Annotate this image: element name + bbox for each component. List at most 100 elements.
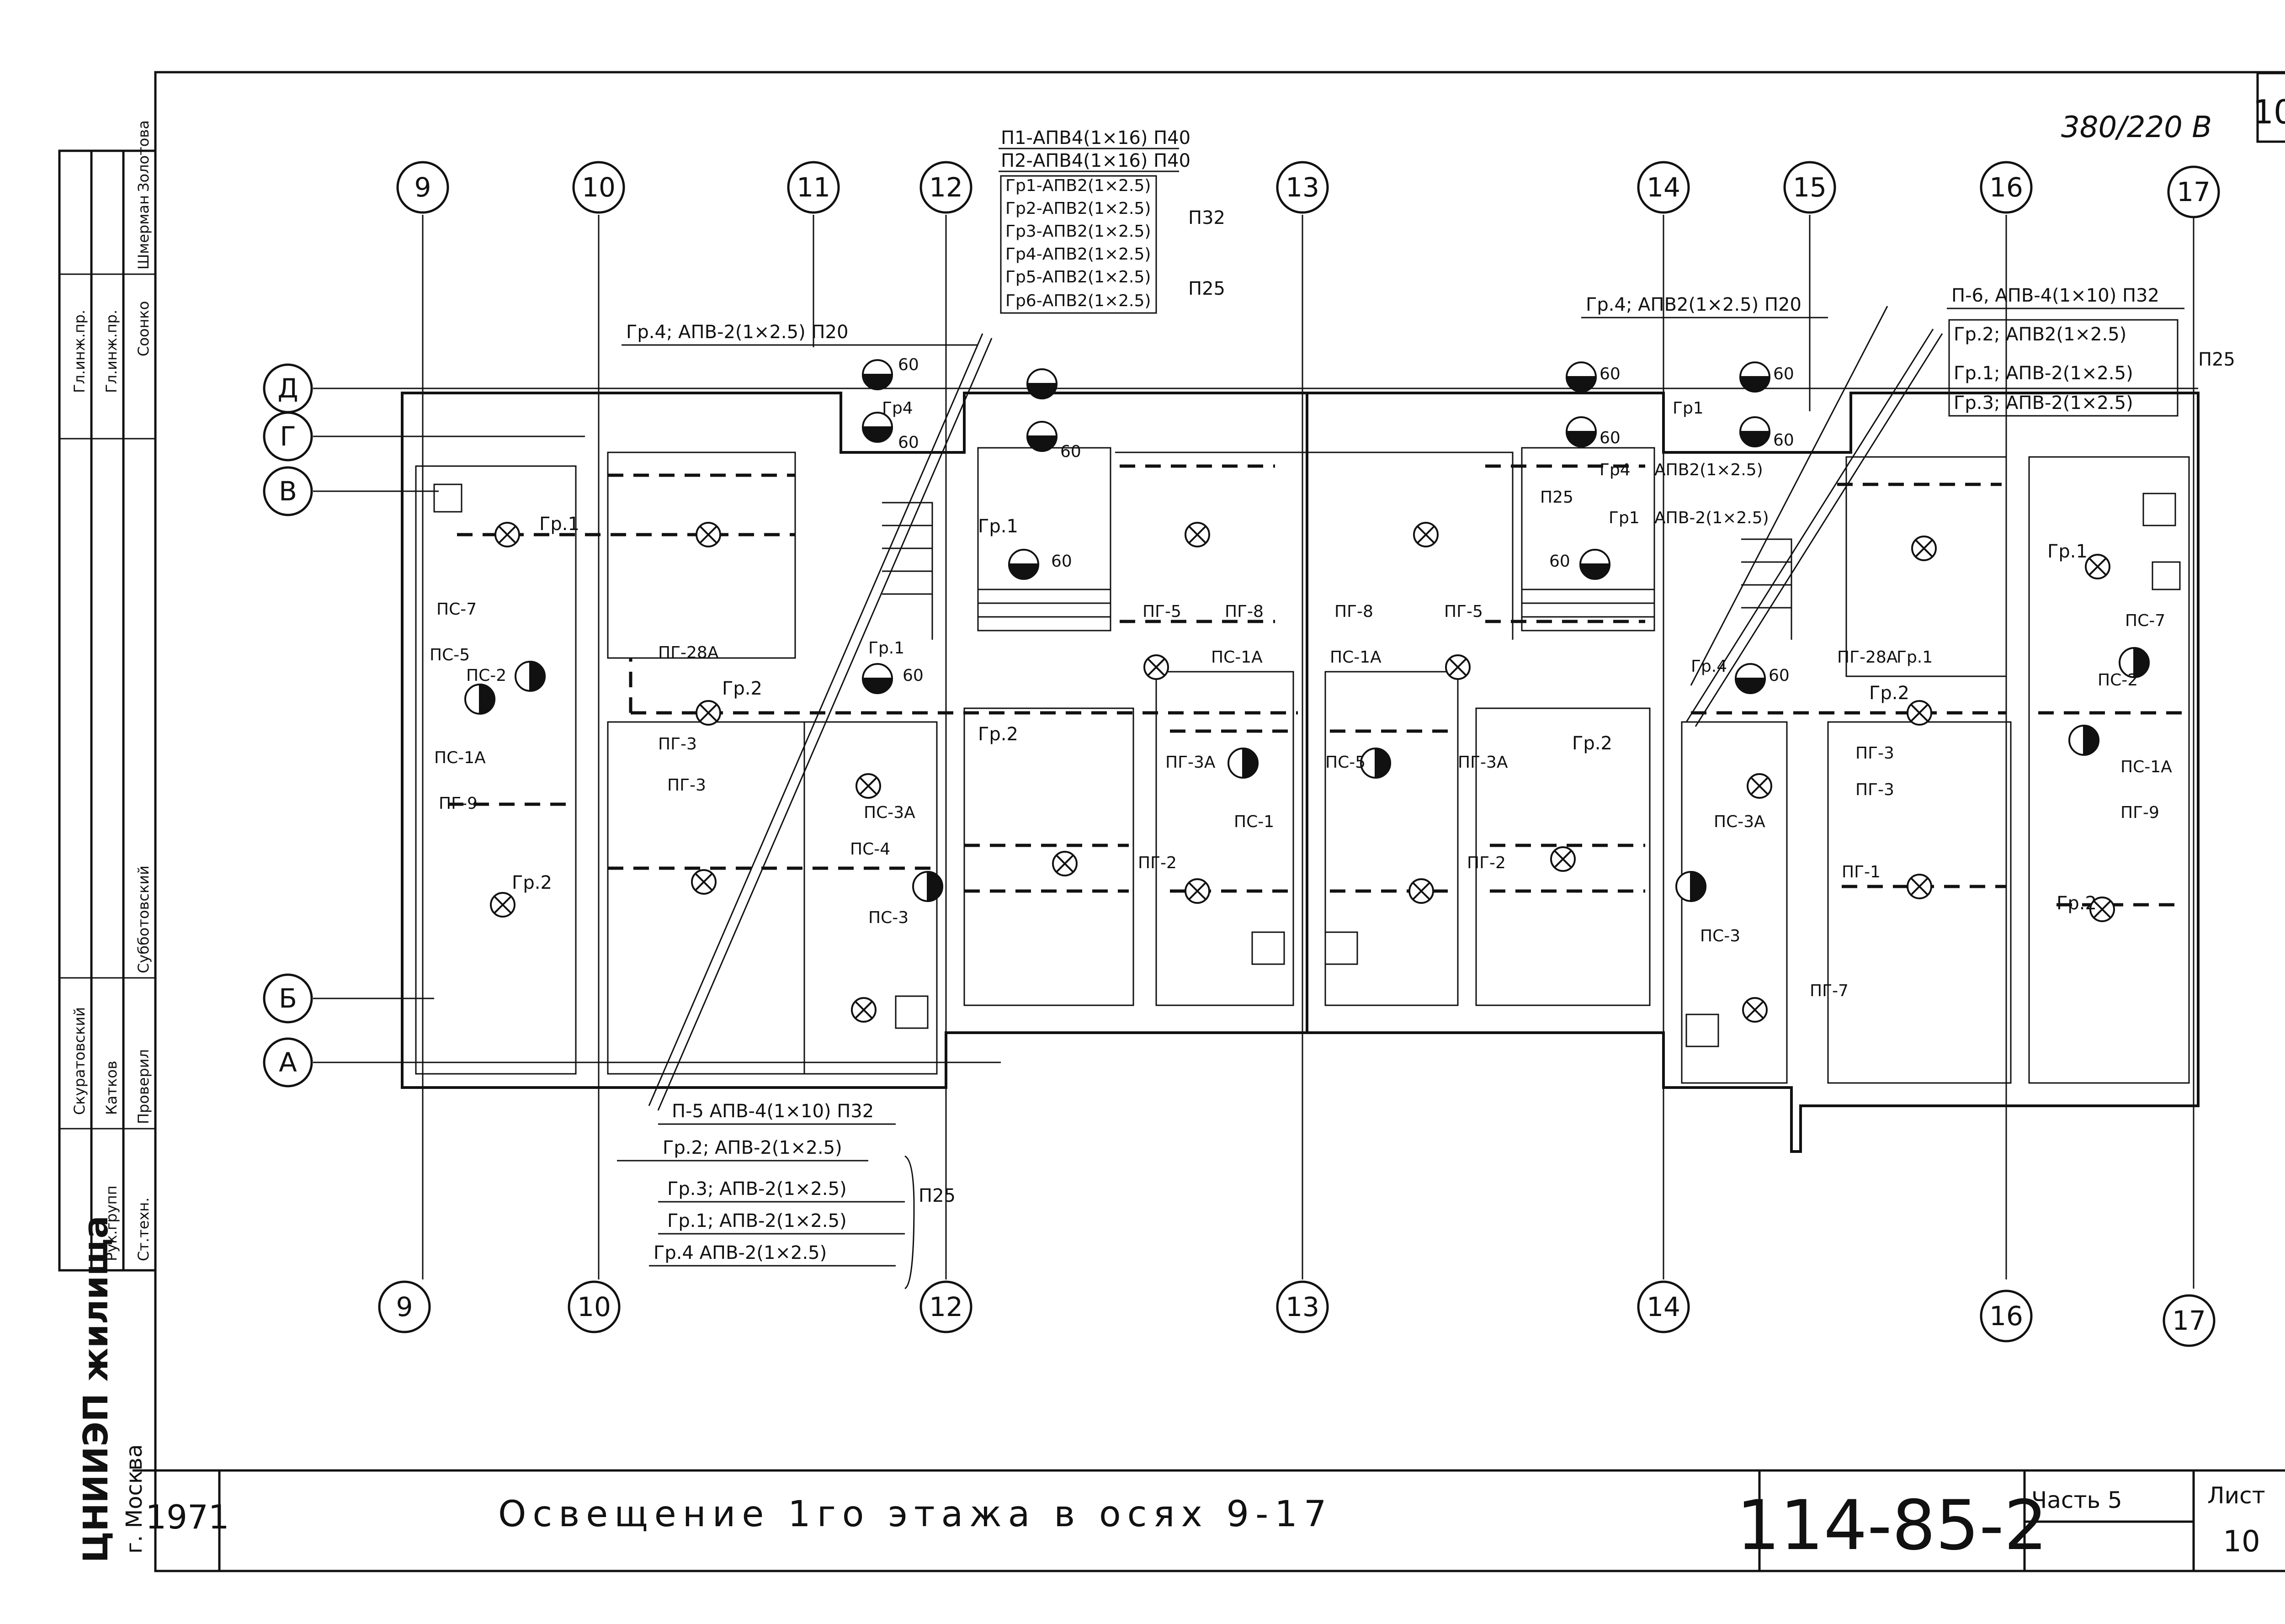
- luminaire: [696, 700, 721, 726]
- luminaire: [696, 522, 721, 547]
- plan-label: Гр.2: [1869, 683, 1909, 704]
- plan-label: Гр.2: [512, 872, 552, 893]
- riser-lines: [648, 306, 1943, 1111]
- luminaire: [2085, 554, 2110, 579]
- stair-fixtures: [464, 359, 2150, 902]
- plan-label: Гр.1: [539, 514, 579, 535]
- voltage-label: 380/220 В: [2061, 111, 2212, 144]
- sheet-corner-box: [2256, 72, 2285, 143]
- luminaire: [1747, 773, 1772, 799]
- callout-line: АПВ-2(1×2.5): [1654, 509, 1769, 527]
- plan-label: ПГ-28А: [658, 643, 719, 662]
- fixture-wall: [1675, 870, 1706, 902]
- luminaire: [1911, 536, 1937, 561]
- axis-label-bottom-16: 16: [1989, 1300, 2023, 1332]
- stamp-role-5: Ст.техн.: [135, 1197, 152, 1261]
- callout-line: Гр.4 АПВ-2(1×2.5): [654, 1242, 827, 1263]
- fixture-60: [1565, 361, 1597, 393]
- callout-line: Гр4-АПВ2(1×2.5): [1005, 245, 1151, 264]
- fixture-60: [1026, 421, 1058, 452]
- callout-line: Гр1: [1609, 509, 1640, 527]
- stamp-role-1: Гл.инж.пр.: [103, 310, 120, 393]
- plan-label: 60: [1773, 365, 1794, 383]
- callout-line: П-5 АПВ-4(1×10) П32: [672, 1101, 874, 1122]
- sheet-corner-number: 10: [2253, 93, 2285, 131]
- axis-bubble-bottom-14: [1637, 1280, 1690, 1333]
- plan-label: 60: [1769, 666, 1790, 685]
- luminaire: [1742, 997, 1768, 1023]
- luminaire: [1907, 700, 1932, 726]
- axis-bubble-bottom-10: [568, 1280, 621, 1333]
- axis-bubble-top-12: [919, 161, 972, 214]
- fixture-wall: [464, 683, 495, 715]
- plan-label: ПГ-3А: [1165, 753, 1216, 772]
- year-label: 1971: [145, 1498, 229, 1536]
- luminaire: [691, 869, 717, 895]
- callout-pipe: П25: [919, 1185, 956, 1206]
- plan-label: 60: [898, 433, 919, 452]
- plan-label: Гр.1: [2047, 541, 2088, 562]
- fixture-60: [1579, 549, 1611, 580]
- callout-top-left-group: Гр.4; АПВ-2(1×2.5) П20: [626, 322, 848, 343]
- axis-bubbles-bottom: 9 10 12 13 14 16 17: [378, 1280, 2216, 1347]
- luminaire: [1185, 878, 1210, 904]
- fixture-wall: [1360, 747, 1391, 779]
- plan-label: Гр.2: [722, 678, 762, 699]
- sheet-title: Освещение 1го этажа в осях 9-17: [498, 1494, 1333, 1535]
- luminaire: [1143, 654, 1169, 680]
- axis-bubble-bottom-16: [1980, 1290, 2033, 1343]
- plan-label: ПС-3А: [864, 803, 915, 822]
- luminaire: [851, 997, 877, 1023]
- axis-bubble-bottom-13: [1276, 1280, 1329, 1333]
- plan-label: ПС-3: [868, 908, 909, 927]
- plan-label: ПГ-5: [1444, 602, 1483, 621]
- callout-pipe: П25: [2198, 349, 2235, 370]
- axis-label-top-15: 15: [1793, 172, 1827, 203]
- plan-label: ПС-1А: [1211, 648, 1263, 667]
- luminaire: [490, 892, 515, 918]
- stair-right: [1522, 538, 1792, 640]
- plan-label: Гр.2: [978, 724, 1018, 745]
- plan-label: Гр4: [882, 399, 913, 418]
- axis-label-left-G: Г: [280, 421, 296, 452]
- plan-label: ПС-3А: [1714, 812, 1765, 831]
- plan-label: ПГ-8: [1225, 602, 1264, 621]
- callout-line: Гр.3; АПВ-2(1×2.5): [667, 1178, 847, 1199]
- callout-line: Гр.1; АПВ-2(1×2.5): [1954, 363, 2133, 384]
- axis-bubbles-top: 9 10 11 12 13 14 15 16 17: [396, 161, 2220, 218]
- plan-label: ПГ-5: [1142, 602, 1181, 621]
- axis-bubble-top-14: [1637, 161, 1690, 214]
- axis-bubble-top-15: [1783, 161, 1836, 214]
- plan-label: ПГ-2: [1467, 854, 1506, 872]
- callout-line: Гр1-АПВ2(1×2.5): [1005, 176, 1151, 195]
- luminaire: [1052, 851, 1078, 876]
- axis-bubble-top-10: [572, 161, 625, 214]
- plan-label: 60: [1060, 442, 1081, 461]
- callout-line: П1-АПВ4(1×16) П40: [1001, 127, 1190, 149]
- document-code: 114-85-2: [1737, 1486, 2048, 1566]
- axis-bubble-bottom-17: [2163, 1294, 2216, 1347]
- stamp-role-4: Рук.групп: [103, 1185, 120, 1261]
- stove: [1324, 931, 1358, 965]
- luminaire: [1907, 874, 1932, 899]
- fixture-60: [1739, 416, 1771, 447]
- callout-top-right: П-6, АПВ-4(1×10) П32 Гр.2; АПВ2(1×2.5) Г…: [1947, 285, 2235, 417]
- stamp-name-3: Соонко: [135, 301, 152, 356]
- plan-label: 60: [1600, 429, 1621, 447]
- plan-label: ПС-7: [2125, 611, 2165, 630]
- floor-plan-walls: [401, 392, 2200, 1153]
- callout-line: Гр3-АПВ2(1×2.5): [1005, 222, 1151, 241]
- axis-label-bottom-10: 10: [577, 1291, 611, 1322]
- callout-right-riser: Гр4 АПВ2(1×2.5) Гр1 АПВ-2(1×2.5) П25: [1540, 461, 1769, 527]
- plan-label: ПС-1А: [2120, 758, 2172, 776]
- plan-label: ПГ-9: [2120, 803, 2159, 822]
- plan-label: Гр.2: [1572, 733, 1612, 754]
- plan-label: 60: [1773, 431, 1794, 450]
- axis-label-top-13: 13: [1286, 172, 1319, 203]
- stove: [895, 995, 929, 1029]
- axis-bubble-bottom-12: [919, 1280, 972, 1333]
- axis-bubble-top-17: [2167, 165, 2220, 218]
- fixture-60: [1008, 549, 1040, 580]
- callout-line: Гр.2; АПВ2(1×2.5): [1954, 324, 2126, 345]
- luminaires: [490, 522, 2115, 1023]
